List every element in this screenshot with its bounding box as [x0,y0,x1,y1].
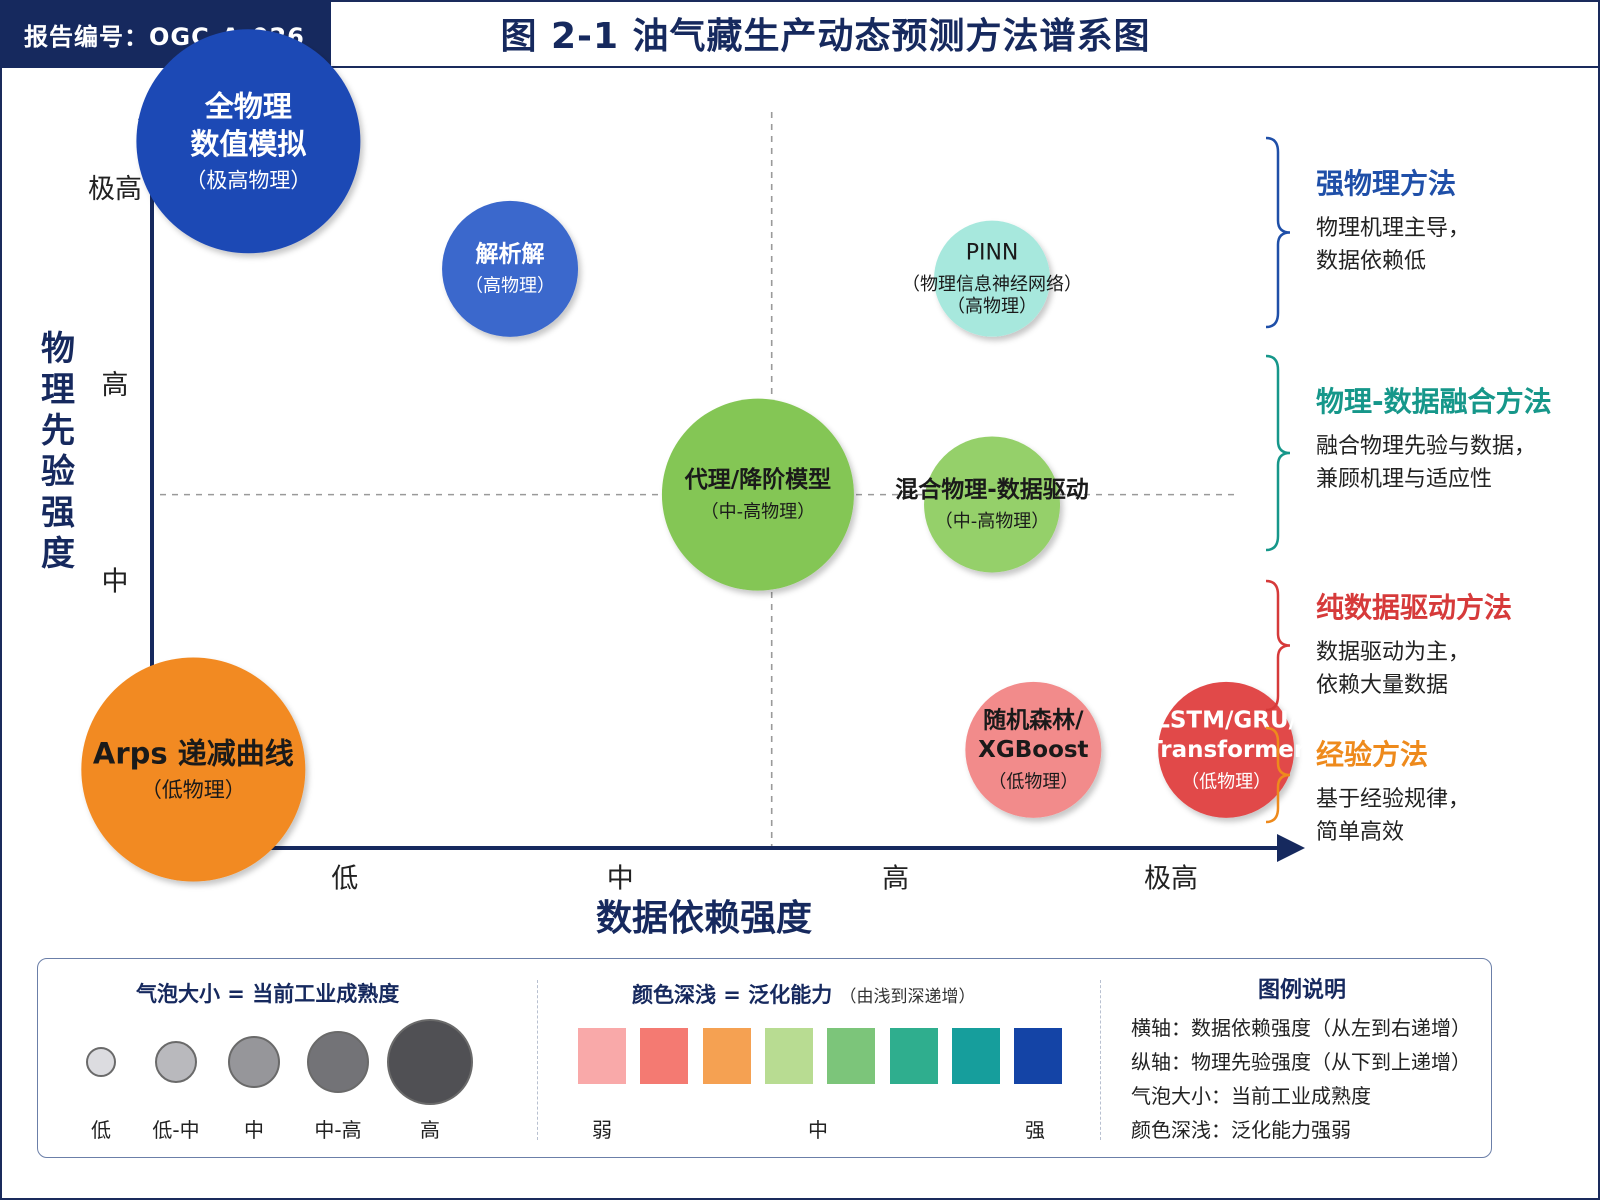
color-legend-label: 中 [808,1118,828,1142]
x-axis-title: 数据依赖强度 [596,898,812,939]
bubble-label: 全物理 [204,90,292,124]
color-legend-swatch [702,1028,751,1084]
color-legend-label: 强 [1025,1118,1045,1142]
group-description: 物理机理主导， [1316,216,1470,241]
legend-divider [537,980,538,1140]
bubble-label: 代理/降阶模型 [684,466,831,493]
bubble-point: LSTM/GRU/Transformer （低物理） [1147,681,1306,818]
group-description: 依赖大量数据 [1316,673,1448,698]
size-legend-label: 低 [91,1118,111,1142]
group-description: 简单高效 [1316,820,1404,845]
bubble-point: 代理/降阶模型 （中-高物理） [661,398,854,591]
group-brace [1265,579,1291,712]
size-legend-label: 中 [244,1118,264,1142]
legend-panel [37,958,1492,1158]
bubble-label: 混合物理-数据驱动 [895,476,1089,503]
bubble-label: Arps 递减曲线 [93,736,294,770]
bubble-sublabel: （物理信息神经网络） [902,274,1082,295]
bubble-circle [136,29,361,254]
bubble-label: Transformer [1147,737,1306,763]
bubble-label: 随机森林/ [983,707,1084,734]
group-title: 纯数据驱动方法 [1316,591,1512,624]
bubble-circle [661,398,854,591]
size-legend-circle [86,1047,116,1077]
group-description: 兼顾机理与适应性 [1316,467,1492,492]
legend-explanation-line: 横轴：数据依赖强度（从左到右递增） [1131,1016,1471,1040]
bubble-sublabel: （高物理） [947,296,1037,317]
group-title: 物理-数据融合方法 [1316,385,1552,418]
bubble-circle [442,200,579,337]
legend-explanation-line: 气泡大小：当前工业成熟度 [1131,1084,1371,1108]
bubble-label: 数值模拟 [190,127,306,161]
color-legend-label: 弱 [592,1118,612,1142]
legend-explanation-title: 图例说明 [1258,978,1347,1003]
x-tick-label: 中 [607,864,634,895]
y-tick-label: 极高 [88,174,142,205]
size-legend-label: 中-高 [314,1118,362,1142]
color-legend-title: 颜色深浅 = 泛化能力 （由浅到深递增） [632,983,976,1007]
bubble-point: 混合物理-数据驱动 （中-高物理） [895,436,1089,573]
group-description: 数据驱动为主， [1316,640,1470,665]
x-tick-label: 低 [331,864,358,895]
group-brace [1265,354,1291,552]
bubble-sublabel: （低物理） [1181,771,1271,792]
size-legend-circle [307,1031,369,1093]
bubble-chart: 低中高极高低中高极高数据依赖强度物理先验强度全物理数值模拟（极高物理）解析解（高… [41,29,1552,939]
group-brace [1265,726,1291,824]
bubble-circle [924,436,1061,573]
y-tick-label: 高 [102,370,129,401]
x-tick-label: 极高 [1144,864,1198,895]
bubble-point: 随机森林/XGBoost （低物理） [965,681,1102,818]
bubble-point: 解析解 （高物理） [442,200,579,337]
bubble-point: PINN （物理信息神经网络）（高物理） [902,220,1082,337]
color-legend-swatch [640,1028,689,1084]
page-title: 图 2-1 油气藏生产动态预测方法谱系图 [331,0,1600,68]
bubble-circle [1158,681,1295,818]
color-legend-swatch [764,1028,813,1084]
legend-explanation-line: 颜色深浅：泛化能力强弱 [1131,1118,1351,1142]
bubble-label: PINN [966,241,1019,266]
bubble-sublabel: （低物理） [141,778,246,802]
color-legend-swatch [578,1028,626,1084]
bubble-circle [81,657,306,882]
x-tick-label: 高 [882,864,909,895]
bubble-sublabel: （低物理） [988,771,1078,792]
size-legend-circle [155,1041,197,1083]
y-axis-title: 物理先验强度 [41,329,75,574]
size-legend-label: 低-中 [152,1118,200,1142]
bubble-label: XGBoost [978,737,1088,763]
group-title: 强物理方法 [1316,167,1456,200]
color-legend-swatch [827,1028,876,1084]
size-legend-label: 高 [420,1118,440,1142]
bubble-circle [965,681,1102,818]
bubble-sublabel: （极高物理） [185,168,311,192]
size-legend-circle [228,1036,280,1088]
size-legend-title: 气泡大小 = 当前工业成熟度 [136,982,400,1006]
group-description: 基于经验规律， [1316,787,1470,812]
bubble-sublabel: （中-高物理） [935,511,1050,532]
legend-divider [1100,980,1101,1140]
group-description: 融合物理先验与数据， [1316,434,1536,459]
bubble-circle [934,220,1051,337]
group-title: 经验方法 [1316,738,1428,771]
bubble-sublabel: （中-高物理） [701,501,816,522]
legend-explanation-line: 纵轴：物理先验强度（从下到上递增） [1131,1050,1471,1074]
y-tick-label: 中 [102,566,129,597]
bubble-label: LSTM/GRU/ [1155,708,1297,734]
bubble-point: Arps 递减曲线 （低物理） [81,657,306,882]
color-legend-swatch [951,1028,1000,1084]
color-legend-swatch [1014,1028,1063,1084]
group-description: 数据依赖低 [1316,249,1426,274]
bubble-sublabel: （高物理） [465,276,555,297]
size-legend-circle [387,1019,473,1105]
bubble-label: 解析解 [476,240,545,267]
group-brace [1265,136,1291,329]
color-legend-swatch [889,1028,938,1084]
